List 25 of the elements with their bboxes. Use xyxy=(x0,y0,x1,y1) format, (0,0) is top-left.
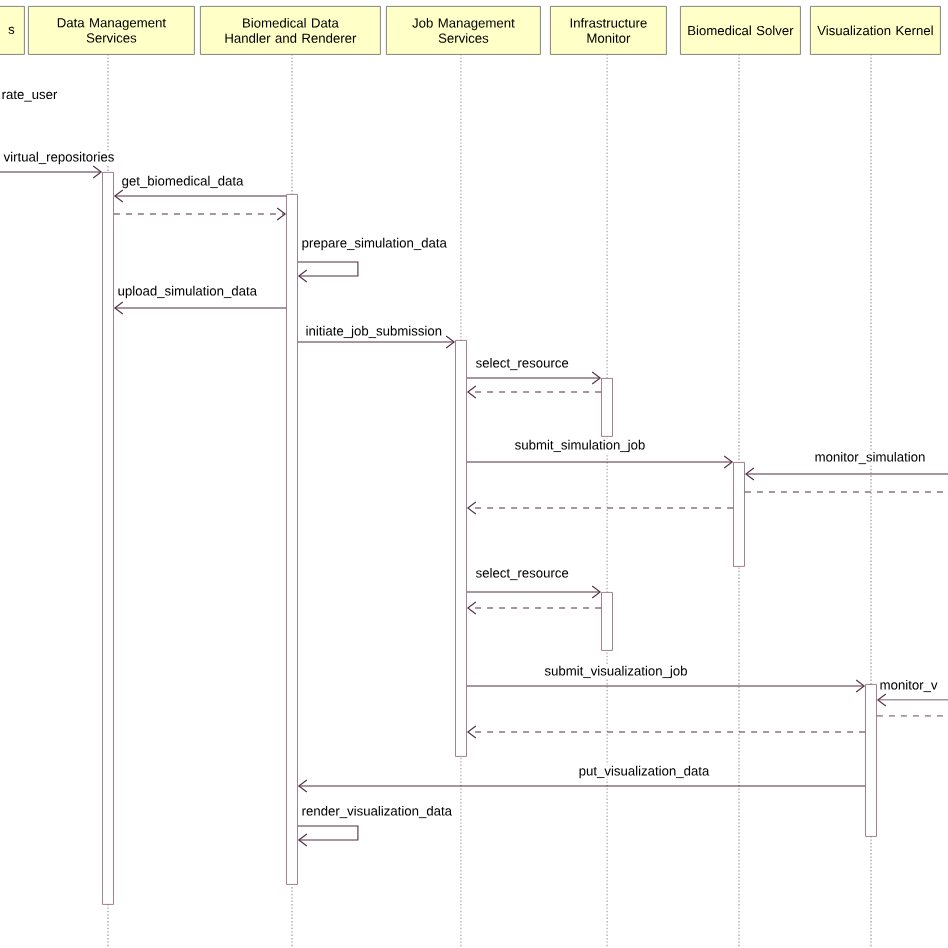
message-arrow xyxy=(297,335,456,349)
self-message-arrow xyxy=(297,261,359,283)
activation-bar xyxy=(601,592,613,651)
message-arrow xyxy=(297,779,866,793)
message-arrow xyxy=(113,301,287,315)
message-arrow xyxy=(0,165,103,179)
message-arrow xyxy=(466,455,734,469)
activation-bar xyxy=(601,378,613,437)
message-arrow xyxy=(466,585,602,599)
self-message-arrow xyxy=(297,825,359,847)
return-arrow xyxy=(466,601,602,615)
message-arrow xyxy=(876,693,948,707)
return-arrow xyxy=(466,385,602,399)
return-arrow xyxy=(113,207,287,221)
message-arrow xyxy=(466,371,602,385)
return-arrow xyxy=(466,725,866,739)
activation-bar xyxy=(733,462,745,567)
message-arrow xyxy=(744,467,948,481)
activation-bar xyxy=(286,194,298,885)
message-arrow xyxy=(466,679,866,693)
activation-bar xyxy=(865,684,877,837)
message-arrow xyxy=(113,189,287,203)
activation-bar xyxy=(455,340,467,757)
return-arrow xyxy=(466,501,734,515)
activation-bar xyxy=(102,172,114,905)
